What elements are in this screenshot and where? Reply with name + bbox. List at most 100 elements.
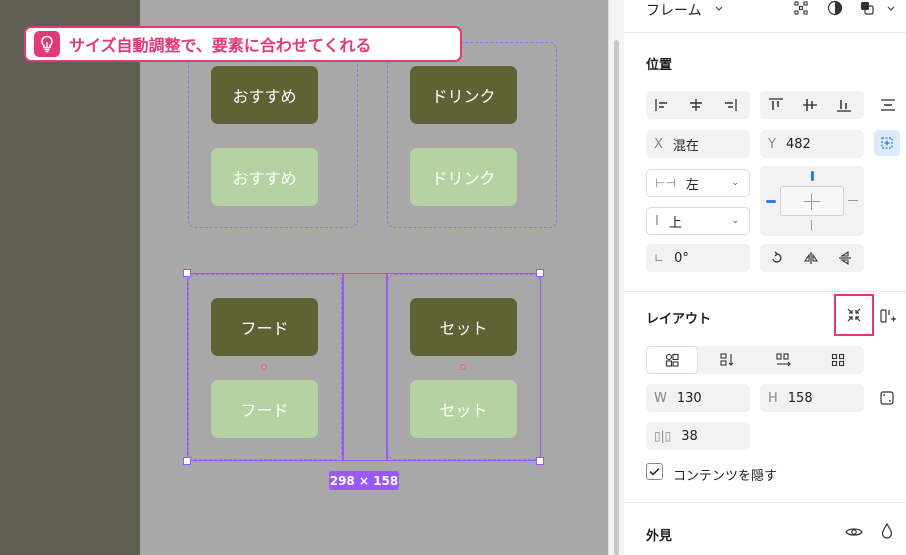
position-title: 位置 [646,58,673,73]
flip-horizontal-icon[interactable] [801,249,821,267]
constraint-left[interactable] [766,200,776,203]
button-drink-light[interactable]: ドリンク [410,148,517,206]
layout-freeform-option[interactable] [646,346,698,374]
horizontal-layout-icon [776,353,791,367]
grid-icon[interactable] [792,0,810,16]
selection-box[interactable] [187,273,541,461]
vertical-constraint-select[interactable]: I 上 ⌄ [646,207,750,235]
flip-vertical-icon[interactable] [835,249,855,267]
selection-divider [342,273,344,461]
contrast-icon[interactable] [826,0,844,16]
constraint-bottom[interactable] [811,220,812,230]
align-middle-icon[interactable] [800,96,820,114]
eye-icon[interactable] [844,523,864,541]
align-bottom-icon[interactable] [834,96,854,114]
button-osusume-light[interactable]: おすすめ [211,148,318,206]
horizontal-constraint-select[interactable]: ⊢⊣ 左 ⌄ [646,169,750,197]
constraint-top[interactable] [811,171,814,181]
button-set-light[interactable]: セット [410,380,517,438]
horizontal-constraint-icon: ⊢⊣ [655,176,676,190]
chevron-down-icon: ⌄ [731,216,739,226]
resize-handle-br[interactable] [536,457,544,465]
x-field[interactable]: X 混在 [646,130,750,158]
gap-value: 38 [681,428,698,444]
h-label: H [768,390,778,406]
tip-text: サイズ自動調整で、要素に合わせてくれる [69,36,372,55]
layout-grid-option[interactable] [812,346,864,374]
scrollbar-thumb[interactable] [614,40,619,555]
rotation-value: 0° [674,250,689,266]
button-food-light[interactable]: フード [211,380,318,438]
horizontal-constraint-value: 左 [685,177,699,193]
y-value: 482 [785,136,811,152]
chevron-down-icon: ⌄ [731,178,739,188]
selection-divider [386,273,388,461]
button-drink-dark[interactable]: ドリンク [410,66,517,124]
tip-callout: サイズ自動調整で、要素に合わせてくれる [24,26,462,62]
frame-food[interactable] [188,274,342,460]
align-right-icon[interactable] [720,96,740,114]
freeform-icon [665,353,679,367]
drop-icon[interactable] [878,522,896,540]
left-strip [0,0,140,555]
constraint-inner-box [780,186,844,216]
align-horizontal-group [646,91,750,119]
y-label: Y [768,136,776,152]
x-value: 混在 [672,138,699,154]
align-top-icon[interactable] [766,96,786,114]
angle-icon: ∟ [654,251,665,265]
chevron-down-icon[interactable] [886,4,896,14]
layout-title: レイアウト [646,312,712,327]
clip-content-label: コンテンツを隠す [673,469,778,484]
resize-handle-bl[interactable] [183,457,191,465]
w-value: 130 [676,390,702,406]
gap-icon: ▯|▯ [654,429,672,443]
size-badge: 298 × 158 [329,471,399,490]
separator [624,502,906,503]
height-field[interactable]: H 158 [760,384,864,412]
resize-handle-tr[interactable] [536,269,544,277]
constraint-diagram[interactable] [760,166,864,236]
frame-drink[interactable] [387,42,557,228]
align-left-icon[interactable] [652,96,672,114]
w-label: W [654,390,667,406]
hug-contents-icon[interactable] [844,305,864,325]
separator [624,32,906,33]
layout-horizontal-option[interactable] [758,346,810,374]
distribute-icon[interactable] [878,96,898,114]
x-label: X [654,136,663,152]
resize-handle-tl[interactable] [183,269,191,277]
button-set-dark[interactable]: セット [410,298,517,356]
constraints-toggle-icon[interactable] [874,130,900,156]
add-auto-layout-icon[interactable] [878,306,898,326]
button-osusume-dark[interactable]: おすすめ [211,66,318,124]
layout-vertical-option[interactable] [702,346,754,374]
width-field[interactable]: W 130 [646,384,750,412]
separator [624,291,906,292]
clip-content-checkbox[interactable] [646,463,663,480]
vertical-constraint-icon: I [655,213,659,229]
constraint-center-v [811,194,812,210]
highlight-box [834,294,874,336]
grid-layout-icon [831,353,845,367]
constraint-right[interactable] [848,200,858,201]
resize-to-fit-icon[interactable] [878,389,896,407]
align-center-h-icon[interactable] [686,96,706,114]
check-icon [649,467,660,476]
appearance-title: 外見 [646,529,673,544]
button-food-dark[interactable]: フード [211,298,318,356]
center-point [460,364,466,370]
rotation-field[interactable]: ∟ 0° [646,244,750,272]
chevron-down-icon[interactable] [714,4,724,14]
gap-field[interactable]: ▯|▯ 38 [646,422,750,450]
properties-panel: フレーム 位置 X 混在 Y 482 [624,0,906,555]
y-field[interactable]: Y 482 [760,130,864,158]
vertical-layout-icon [720,353,734,366]
constraint-center-h [804,201,820,202]
center-point [261,364,267,370]
rotate-icon[interactable] [767,249,787,267]
frame-title[interactable]: フレーム [646,3,702,19]
canvas-scrollbar[interactable] [608,0,624,555]
layers-icon[interactable] [858,0,876,16]
h-value: 158 [787,390,813,406]
